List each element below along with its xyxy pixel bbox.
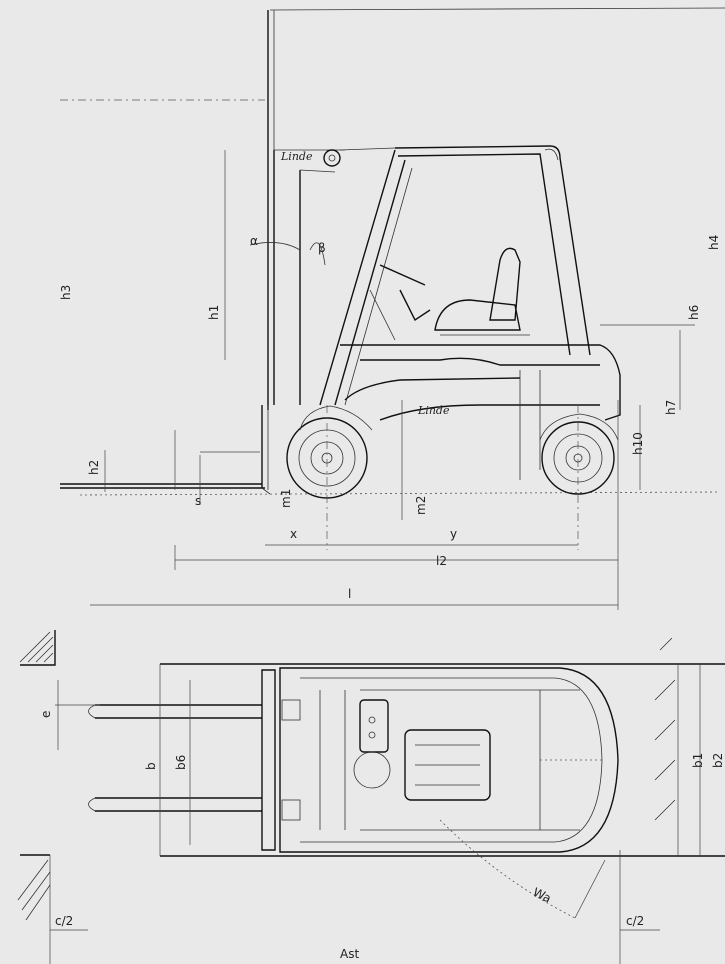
mast-logo: Linde [280,150,313,163]
label-c2-left: c/2 [55,914,73,928]
wall-hatch-right [654,637,676,821]
label-h10: h10 [631,432,645,455]
seat-cushion [434,299,521,331]
label-wa: Wa [531,885,554,905]
label-h3: h3 [59,285,73,300]
label-y: y [450,527,457,541]
rear-wheel [539,413,619,495]
wall-hatch-left-bottom [17,854,51,921]
label-l2: l2 [436,554,447,568]
label-e: e [39,711,53,718]
label-h2: h2 [87,460,101,475]
label-b: b [144,762,158,770]
label-c2-right: c/2 [626,914,644,928]
label-h1: h1 [207,305,221,320]
label-h6: h6 [687,305,701,320]
front-wheel [286,405,373,499]
top-view [49,663,725,964]
label-beta: β [318,241,326,255]
label-alpha: α [250,234,258,248]
side-view: Linde Linde [60,7,725,610]
label-m2: m2 [414,496,428,515]
seat-back [489,247,521,321]
label-h4: h4 [707,235,721,250]
wall-hatch-left-top [19,630,56,666]
mast-pulley [323,149,341,167]
label-ast: Ast [340,947,359,961]
label-b6: b6 [174,755,188,770]
label-l: l [348,587,351,601]
label-h7: h7 [664,400,678,415]
label-s: s [195,494,201,508]
label-b2: b2 [711,753,725,768]
body-logo: Linde [417,404,450,417]
label-b1: b1 [691,753,705,768]
label-x: x [290,527,297,541]
label-m1: m1 [279,489,293,508]
